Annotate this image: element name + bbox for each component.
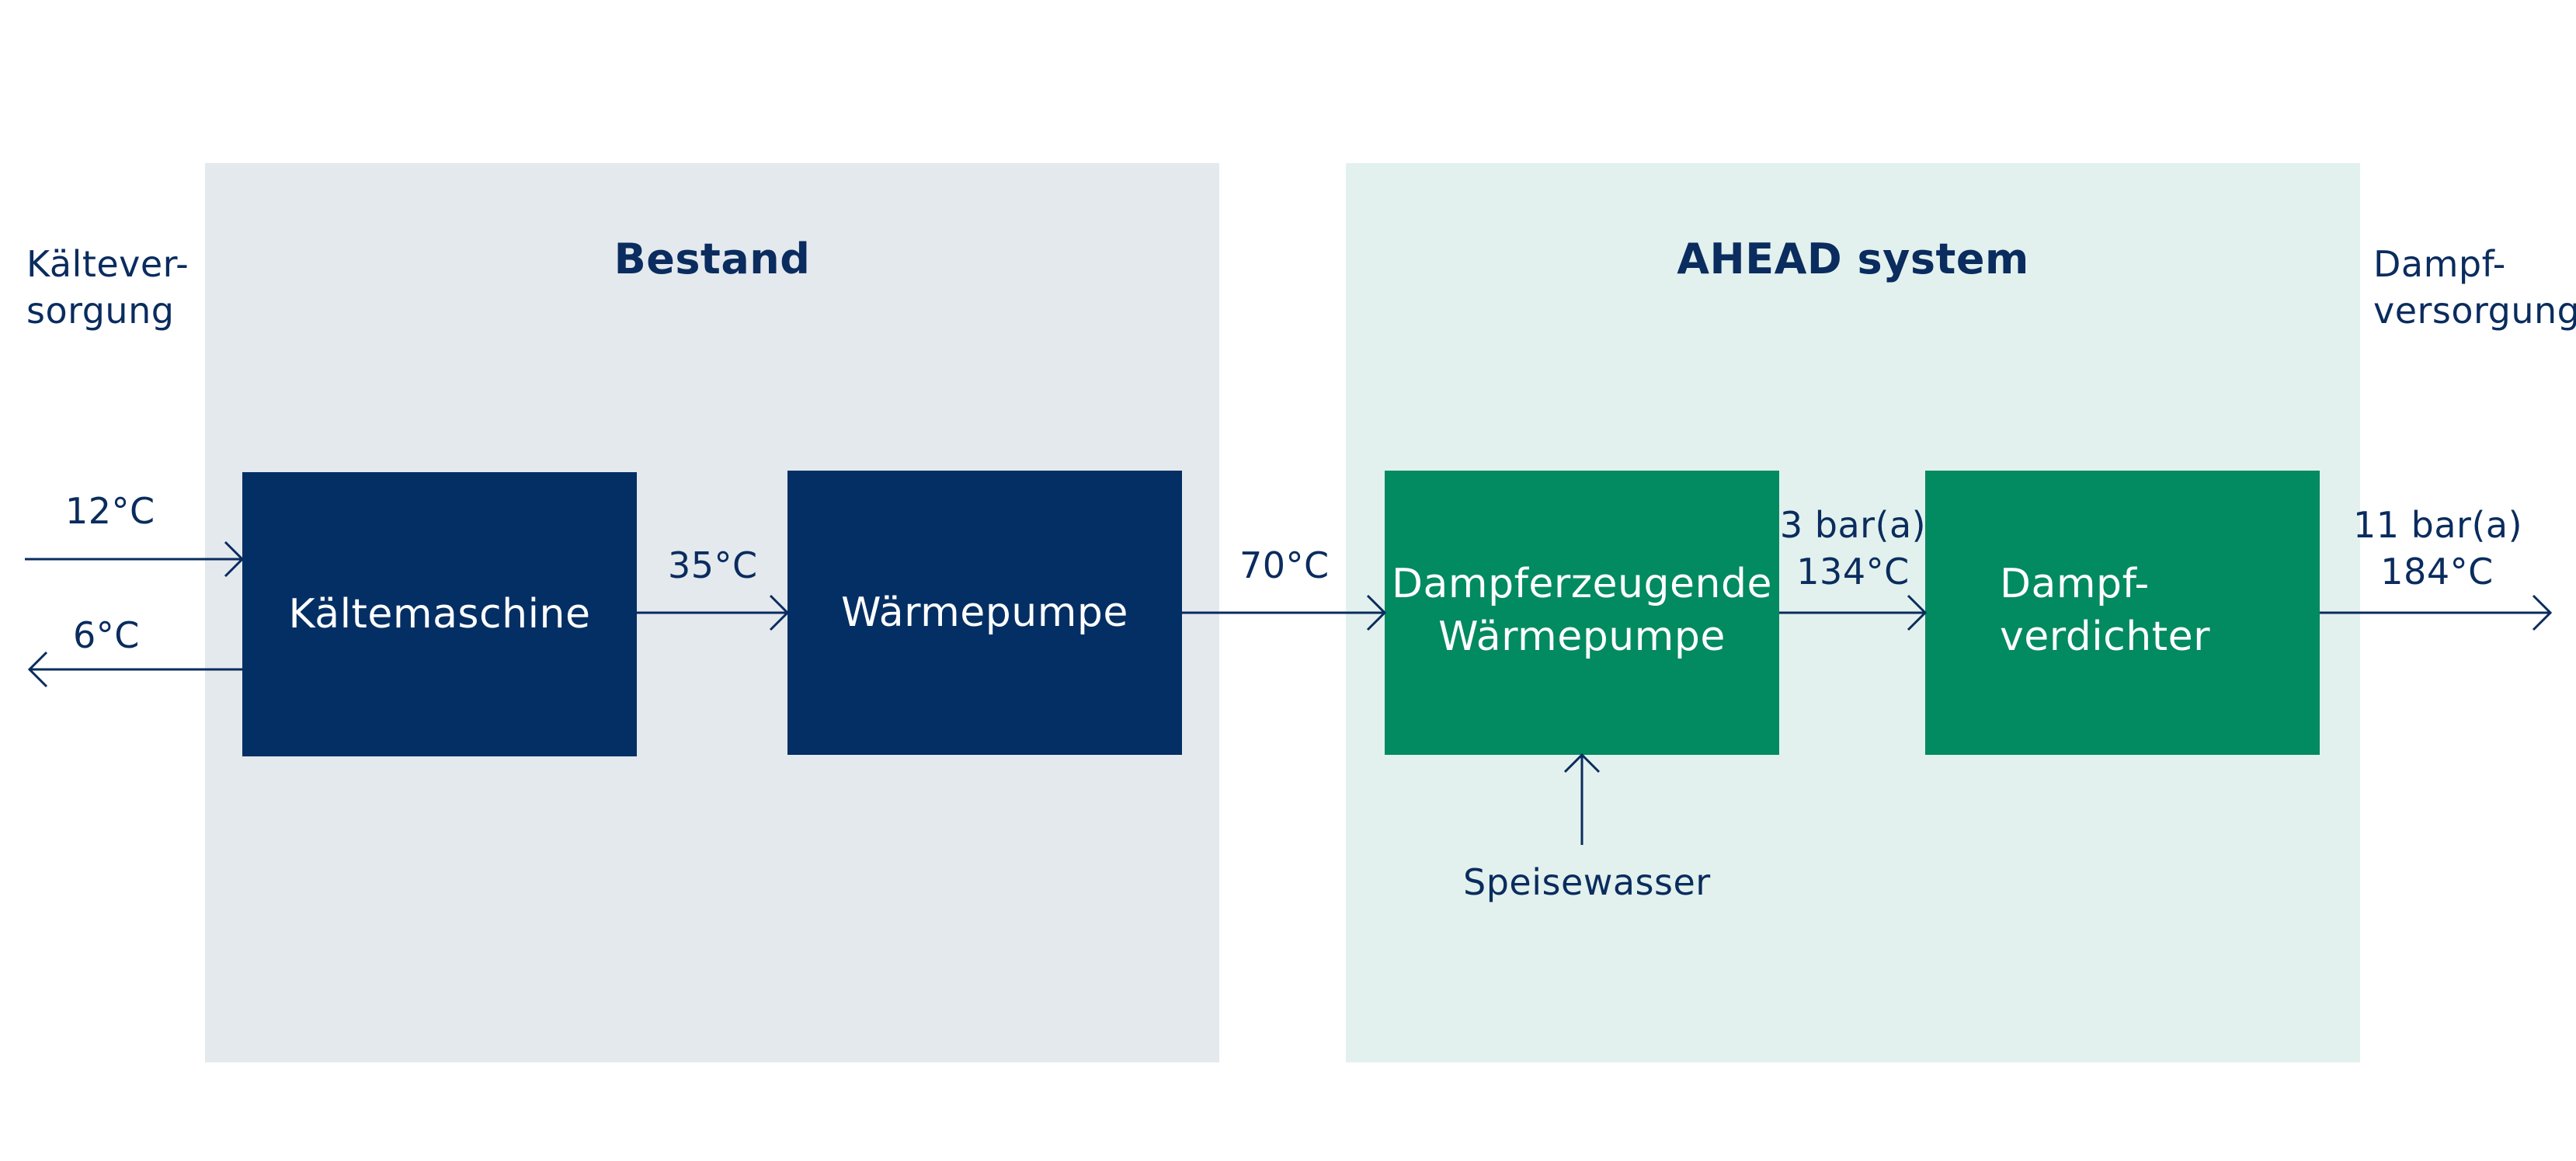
out-temp-label: 184°C bbox=[2380, 551, 2494, 593]
kaeltemaschine-box: Kältemaschine bbox=[242, 472, 637, 756]
inlet-temp-label: 12°C bbox=[65, 490, 155, 532]
bestand-title: Bestand bbox=[614, 235, 811, 283]
waermepumpe-label: Wärmepumpe bbox=[841, 589, 1128, 636]
dampferzeugende-label: Dampferzeugende Wärmepumpe bbox=[1392, 558, 1772, 663]
kaelteversorgung-line1: Kältever- bbox=[26, 243, 189, 285]
speisewasser-label: Speisewasser bbox=[1463, 861, 1711, 903]
temp-35-label: 35°C bbox=[668, 544, 758, 586]
kaeltemaschine-label: Kältemaschine bbox=[288, 591, 591, 638]
kaelteversorgung-line2: sorgung bbox=[26, 290, 175, 332]
dampfversorgung-line1: Dampf- bbox=[2373, 243, 2506, 285]
dampferzeugende-label-line1: Dampferzeugende bbox=[1392, 561, 1772, 607]
dampfverdichter-label-line2: verdichter bbox=[2000, 614, 2210, 660]
mid-temp-label: 134°C bbox=[1796, 551, 1910, 593]
out-pressure-label: 11 bar(a) bbox=[2353, 504, 2523, 546]
dampfverdichter-box: Dampf- verdichter bbox=[1925, 471, 2320, 755]
waermepumpe-box: Wärmepumpe bbox=[787, 471, 1182, 755]
dampfversorgung-line2: versorgung bbox=[2373, 290, 2576, 332]
return-temp-label: 6°C bbox=[73, 614, 140, 656]
mid-condition-label: 3 bar(a) 134°C bbox=[1777, 502, 1929, 595]
out-condition-label: 11 bar(a) 184°C bbox=[2353, 502, 2523, 595]
kaelteversorgung-label: Kältever- sorgung bbox=[26, 241, 189, 334]
temp-70-label: 70°C bbox=[1239, 544, 1330, 586]
dampfverdichter-label: Dampf- verdichter bbox=[2000, 558, 2210, 663]
dampferzeugende-waermepumpe-box: Dampferzeugende Wärmepumpe bbox=[1385, 471, 1779, 755]
dampfversorgung-label: Dampf- versorgung bbox=[2373, 241, 2576, 334]
ahead-system-title: AHEAD system bbox=[1677, 235, 2029, 283]
dampfverdichter-label-line1: Dampf- bbox=[2000, 561, 2150, 607]
dampferzeugende-label-line2: Wärmepumpe bbox=[1438, 614, 1726, 660]
mid-pressure-label: 3 bar(a) bbox=[1779, 504, 1927, 546]
